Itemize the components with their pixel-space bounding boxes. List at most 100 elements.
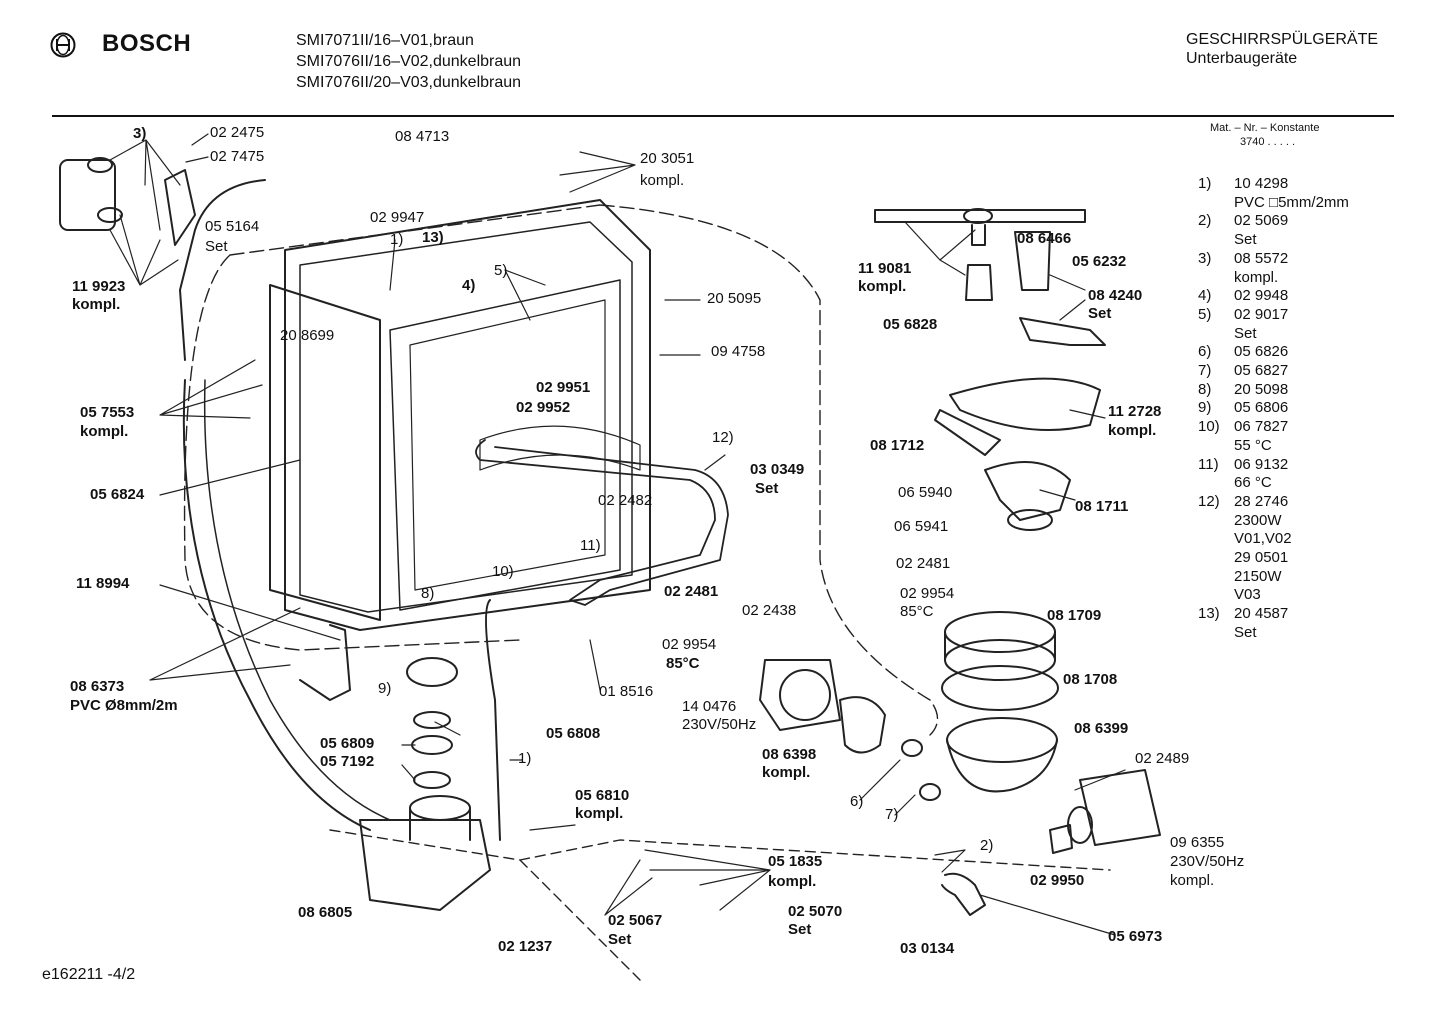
legend-value: Set bbox=[1234, 324, 1257, 342]
legend-key: 1) bbox=[1198, 175, 1212, 192]
part-callout: 05 6808 bbox=[546, 725, 601, 742]
part-callout: 06 5940 bbox=[898, 484, 953, 501]
legend-row: 5)02 9017 bbox=[1198, 306, 1349, 325]
legend-value: 66 °C bbox=[1234, 474, 1272, 492]
legend-value: 08 5572 bbox=[1234, 249, 1289, 267]
upper-spray-arm bbox=[874, 208, 1106, 346]
part-callout: 230V/50Hz bbox=[682, 716, 757, 733]
legend-value: 20 5098 bbox=[1234, 380, 1289, 398]
legend-value: 29 0501 bbox=[1234, 549, 1289, 567]
material-heading: Mat. – Nr. – Konstante bbox=[1210, 122, 1320, 134]
part-callout: 06 5941 bbox=[894, 518, 949, 535]
category-subtitle: Unterbaugeräte bbox=[1186, 50, 1298, 67]
legend-row: 2300W bbox=[1198, 512, 1349, 531]
part-callout: 02 2489 bbox=[1135, 750, 1190, 767]
hoses bbox=[179, 179, 501, 841]
part-callout: 05 6828 bbox=[883, 316, 938, 333]
legend-key bbox=[1198, 231, 1234, 250]
legend-row: PVC □5mm/2mm bbox=[1198, 194, 1349, 213]
legend-key bbox=[1198, 325, 1234, 344]
part-callout: Set bbox=[608, 931, 632, 948]
legend-key bbox=[1198, 530, 1234, 549]
bosch-logo-icon bbox=[50, 32, 76, 58]
part-callout: 02 9947 bbox=[370, 209, 425, 226]
legend-value: V03 bbox=[1234, 586, 1261, 604]
legend-row: 3)08 5572 bbox=[1198, 250, 1349, 269]
part-callout: kompl. bbox=[72, 296, 121, 313]
legend-key bbox=[1198, 474, 1234, 493]
part-callout: 09 4758 bbox=[711, 343, 766, 360]
part-callout: 05 5164 bbox=[205, 218, 260, 235]
category-title: GESCHIRRSPÜLGERÄTE bbox=[1186, 31, 1379, 48]
legend-value: 10 4298 bbox=[1234, 175, 1289, 192]
legend-key bbox=[1198, 194, 1234, 213]
legend-key bbox=[1198, 624, 1234, 643]
legend-row: V01,V02 bbox=[1198, 530, 1349, 549]
part-callout: kompl. bbox=[1170, 872, 1215, 889]
part-callout: 2) bbox=[980, 837, 994, 854]
part-callout: 11 9081 bbox=[858, 260, 912, 277]
legend-row: 1) 10 4298 bbox=[1198, 175, 1349, 194]
legend-key: 4) bbox=[1198, 287, 1212, 305]
part-callout: 11 8994 bbox=[76, 575, 130, 592]
legend-key: 11) bbox=[1198, 455, 1219, 473]
drain-elbow bbox=[941, 872, 986, 916]
part-callout: 11 2728 bbox=[1108, 403, 1162, 420]
legend-row: 55 °C bbox=[1198, 437, 1349, 456]
part-callout: 05 6809 bbox=[320, 735, 375, 752]
part-callout: 10) bbox=[492, 563, 514, 580]
legend-key: 2) bbox=[1198, 212, 1212, 230]
legend-value: 05 6827 bbox=[1234, 362, 1289, 380]
part-callout: 20 5095 bbox=[707, 290, 762, 307]
tub-frame bbox=[269, 199, 651, 631]
model-line: SMI7076II/20–V03,dunkelbraun bbox=[296, 74, 522, 91]
part-callout: 05 7192 bbox=[320, 753, 375, 770]
leader-lines bbox=[109, 133, 1126, 936]
base-outline bbox=[329, 829, 1111, 981]
part-callout: 4) bbox=[462, 277, 476, 294]
part-callout: 02 2438 bbox=[742, 602, 797, 619]
legend-key bbox=[1198, 512, 1234, 531]
legend-row: 11)06 9132 bbox=[1198, 456, 1349, 475]
part-callout: 85°C bbox=[900, 603, 934, 620]
legend-value: V01,V02 bbox=[1234, 530, 1292, 548]
legend-row: V03 bbox=[1198, 586, 1349, 605]
legend-row: 4)02 9948 bbox=[1198, 287, 1349, 306]
part-callout: 7) bbox=[885, 806, 899, 823]
part-callout: kompl. bbox=[762, 764, 811, 781]
legend-row: 9) 05 6806 bbox=[1198, 399, 1349, 418]
part-callout: Set bbox=[788, 921, 812, 938]
lower-spray-arm bbox=[934, 377, 1101, 531]
legend-key: 8) bbox=[1198, 380, 1212, 398]
part-callout: 230V/50Hz bbox=[1170, 853, 1245, 870]
legend-value: PVC □5mm/2mm bbox=[1234, 193, 1349, 211]
legend-row: 6)05 6826 bbox=[1198, 343, 1349, 362]
legend-key: 9) bbox=[1198, 399, 1212, 417]
part-callout: 05 6232 bbox=[1072, 253, 1127, 270]
legend-row: 29 0501 bbox=[1198, 549, 1349, 568]
part-callout: 3) bbox=[133, 125, 147, 142]
housing-outline bbox=[183, 204, 939, 736]
material-constant: Mat. – Nr. – Konstante 3740 . . . . . bbox=[1210, 121, 1319, 149]
legend-row: kompl. bbox=[1198, 269, 1349, 288]
legend-row: Set bbox=[1198, 624, 1349, 643]
legend-row: 12)28 2746 bbox=[1198, 493, 1349, 512]
part-callout: 8) bbox=[421, 585, 435, 602]
legend-value: 05 6806 bbox=[1234, 399, 1289, 417]
part-callout: 02 2481 bbox=[896, 555, 951, 572]
part-callout: 08 6398 bbox=[762, 746, 817, 763]
part-callout: 03 0134 bbox=[900, 940, 955, 957]
legend-row: Set bbox=[1198, 325, 1349, 344]
part-callout: 9) bbox=[378, 680, 392, 697]
part-callout: 1) bbox=[390, 231, 404, 248]
legend-row: 7)05 6827 bbox=[1198, 362, 1349, 381]
part-callout: Set bbox=[755, 480, 779, 497]
legend-value: kompl. bbox=[1234, 268, 1279, 286]
legend-value: 55 °C bbox=[1234, 436, 1272, 454]
legend-value: Set bbox=[1234, 231, 1257, 249]
part-callout: kompl. bbox=[80, 423, 129, 440]
part-callout: kompl. bbox=[858, 278, 907, 295]
legend-value: 05 6826 bbox=[1234, 343, 1289, 361]
model-line: SMI7076II/16–V02,dunkelbraun bbox=[296, 53, 522, 70]
